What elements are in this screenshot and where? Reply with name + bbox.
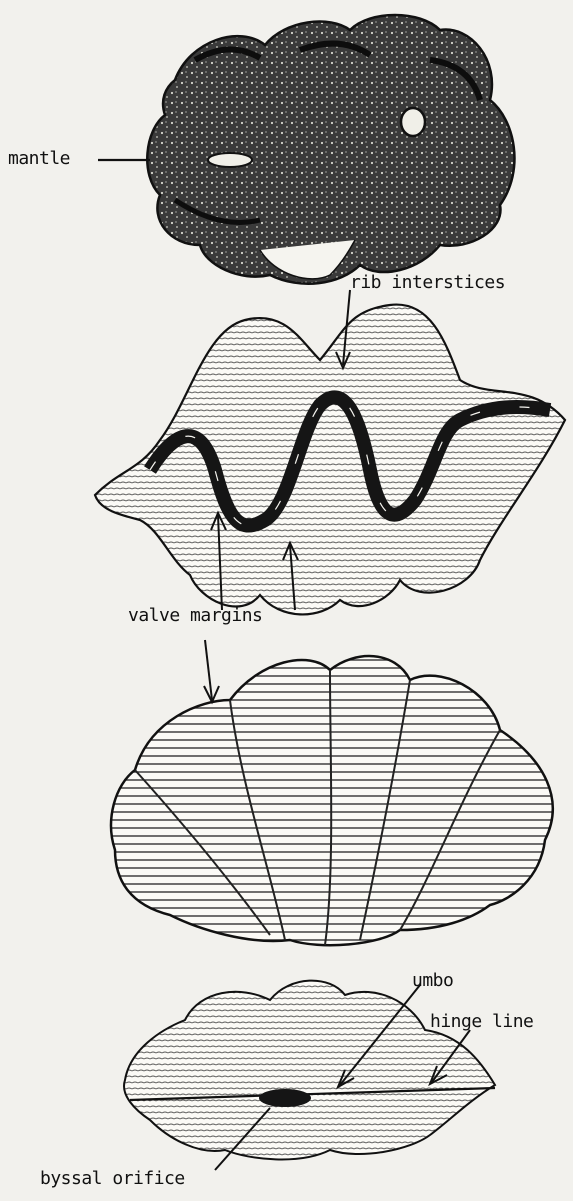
closed-shell-figure — [111, 640, 553, 945]
mantle-view-figure — [98, 15, 514, 284]
hinge-view-figure — [124, 981, 495, 1170]
rib-interstices-label: rib interstices — [350, 272, 505, 293]
umbo-label: umbo — [412, 970, 453, 991]
hinge-line-label: hinge line — [430, 1011, 533, 1032]
byssal-orifice-shape — [259, 1089, 311, 1107]
open-shell-figure — [95, 290, 565, 614]
valve-margins-label: valve margins — [128, 605, 262, 626]
byssal-orifice-label: byssal orifice — [40, 1168, 185, 1189]
mantle-label: mantle — [8, 148, 70, 169]
